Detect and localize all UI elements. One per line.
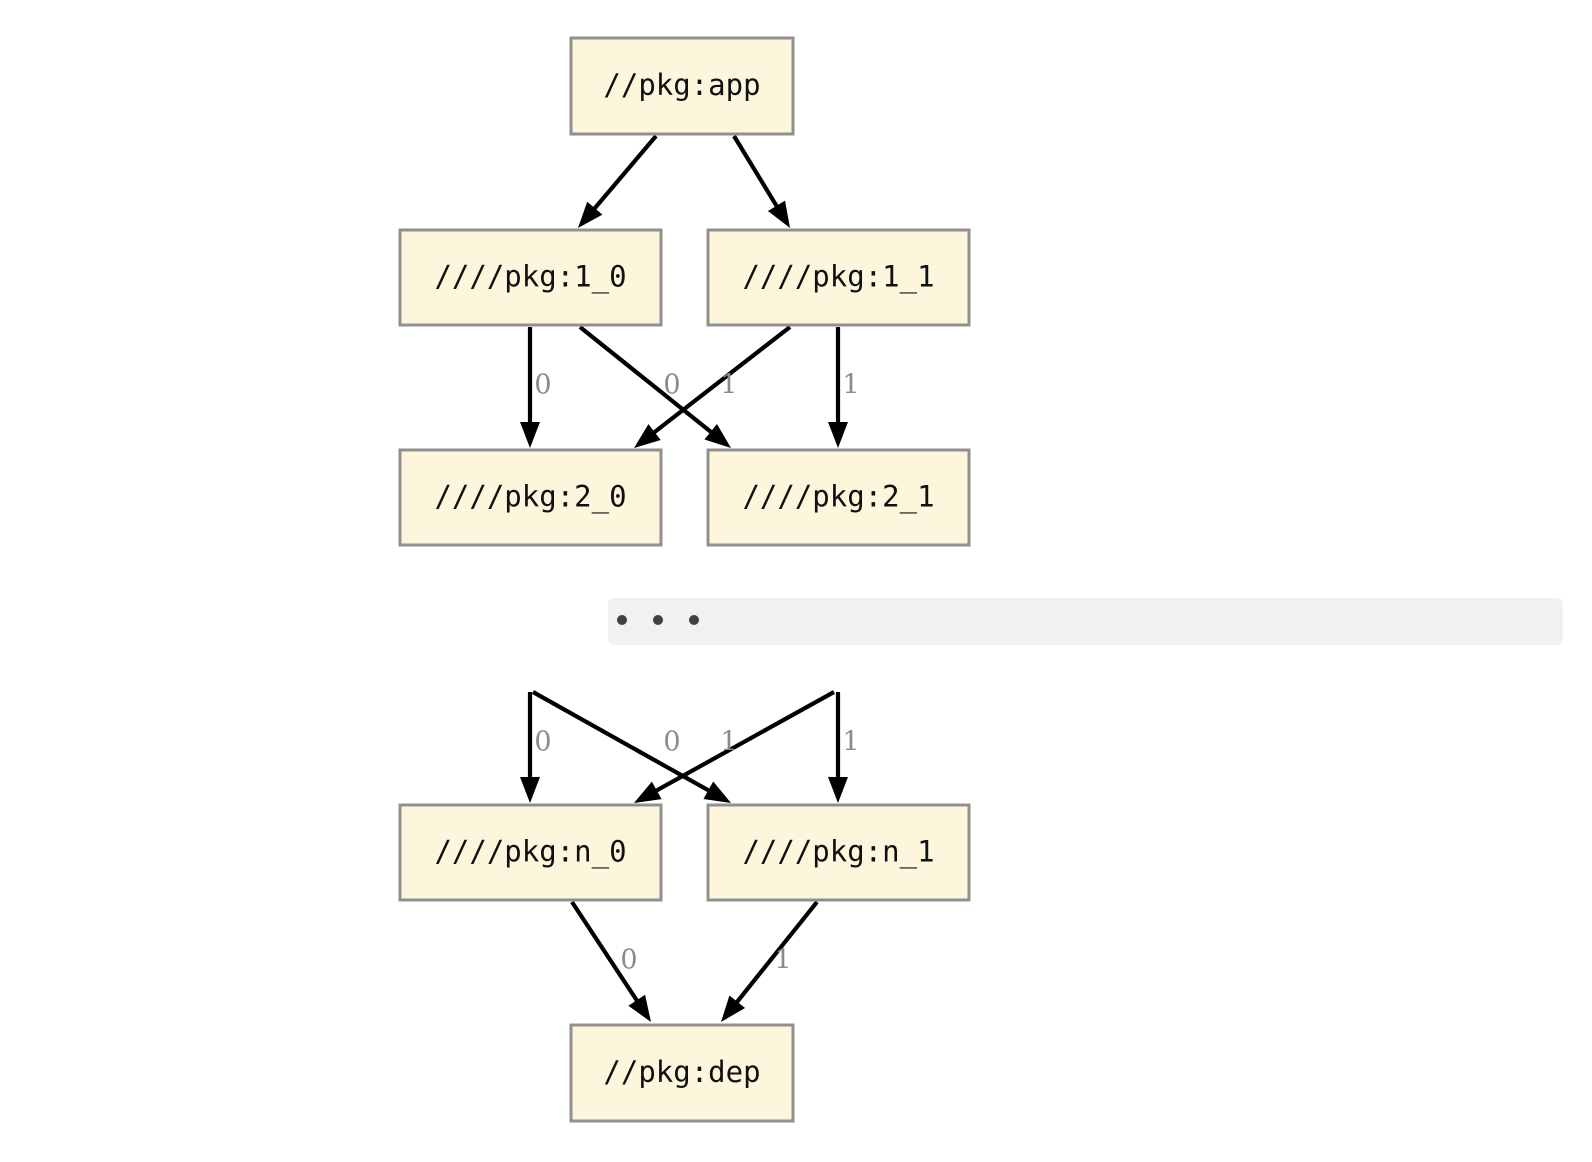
edge-label: 1 — [842, 727, 859, 758]
edge-label: 0 — [663, 370, 680, 401]
edge-arrowhead-icon — [703, 781, 731, 803]
graph-edge — [828, 692, 848, 803]
edge-label: 1 — [842, 370, 859, 401]
edge-label: 0 — [534, 370, 551, 401]
truncated-levels-indicator[interactable] — [608, 598, 1563, 645]
graph-edge — [578, 134, 658, 228]
graph-edge — [578, 325, 731, 448]
node-box[interactable] — [706, 803, 971, 902]
edge-label: 0 — [534, 727, 551, 758]
node-label: ////pkg:2_1 — [742, 480, 934, 515]
edge-arrowhead-icon — [520, 777, 540, 803]
node-box[interactable] — [569, 1023, 795, 1123]
graph-edge — [570, 900, 651, 1022]
node-box[interactable] — [569, 36, 795, 136]
ellipsis-dot-icon — [617, 615, 627, 625]
edge-line — [648, 325, 792, 438]
graph-edge — [520, 327, 540, 448]
node-label: //pkg:app — [603, 68, 760, 102]
edge-labels-layer: 0 0 1 1 0 0 1 1 0 1 — [534, 370, 859, 976]
graph-edge — [520, 692, 540, 803]
edge-arrowhead-icon — [578, 201, 603, 228]
graph-node-l2_0[interactable]: ////pkg:2_0 — [398, 448, 663, 547]
graph-edge — [828, 327, 848, 448]
graph-edge — [721, 900, 819, 1022]
edge-arrowhead-icon — [634, 424, 661, 448]
node-box[interactable] — [398, 803, 663, 902]
graph-edge — [634, 325, 792, 448]
ellipsis-layer — [608, 598, 1563, 645]
graph-node-ln_1[interactable]: ////pkg:n_1 — [706, 803, 971, 902]
edge-label: 1 — [774, 945, 791, 976]
node-box[interactable] — [706, 228, 971, 327]
edge-arrowhead-icon — [634, 781, 662, 803]
node-label: ////pkg:n_0 — [434, 835, 626, 870]
graph-edge — [732, 134, 790, 228]
edge-line — [570, 900, 642, 1007]
edge-line — [731, 900, 819, 1008]
node-box[interactable] — [398, 228, 663, 327]
edge-line — [732, 134, 782, 213]
graph-node-ln_0[interactable]: ////pkg:n_0 — [398, 803, 663, 902]
node-box[interactable] — [398, 448, 663, 547]
edge-line — [531, 690, 715, 796]
graph-node-l1_1[interactable]: ////pkg:1_1 — [706, 228, 971, 327]
graph-node-dep[interactable]: //pkg:dep — [569, 1023, 795, 1123]
node-label: ////pkg:n_1 — [742, 835, 934, 870]
edge-label: 1 — [720, 727, 737, 758]
edge-arrowhead-icon — [721, 995, 746, 1022]
node-label: ////pkg:1_1 — [742, 260, 934, 295]
graph-node-app[interactable]: //pkg:app — [569, 36, 795, 136]
edge-label: 0 — [663, 727, 680, 758]
graph-edge — [531, 690, 731, 803]
graph-node-l1_0[interactable]: ////pkg:1_0 — [398, 228, 663, 327]
edge-arrowhead-icon — [828, 422, 848, 448]
node-label: //pkg:dep — [603, 1055, 760, 1089]
edge-arrowhead-icon — [704, 423, 731, 448]
edge-label: 0 — [620, 945, 637, 976]
nodes-layer: //pkg:app ////pkg:1_0 ////pkg:1_1 ////pkg:2… — [398, 36, 971, 1123]
edge-line — [589, 134, 658, 215]
edges-layer — [520, 134, 848, 1022]
edge-arrowhead-icon — [628, 994, 651, 1022]
edge-line — [650, 690, 836, 796]
edge-label: 1 — [720, 370, 737, 401]
node-label: ////pkg:1_0 — [434, 260, 626, 295]
ellipsis-dot-icon — [653, 615, 663, 625]
edge-line — [578, 325, 717, 438]
graph-node-l2_1[interactable]: ////pkg:2_1 — [706, 448, 971, 547]
node-box[interactable] — [706, 448, 971, 547]
edge-arrowhead-icon — [767, 200, 790, 228]
ellipsis-dot-icon — [689, 615, 699, 625]
edge-arrowhead-icon — [828, 777, 848, 803]
node-label: ////pkg:2_0 — [434, 480, 626, 515]
edge-arrowhead-icon — [520, 422, 540, 448]
graph-edge — [634, 690, 836, 803]
